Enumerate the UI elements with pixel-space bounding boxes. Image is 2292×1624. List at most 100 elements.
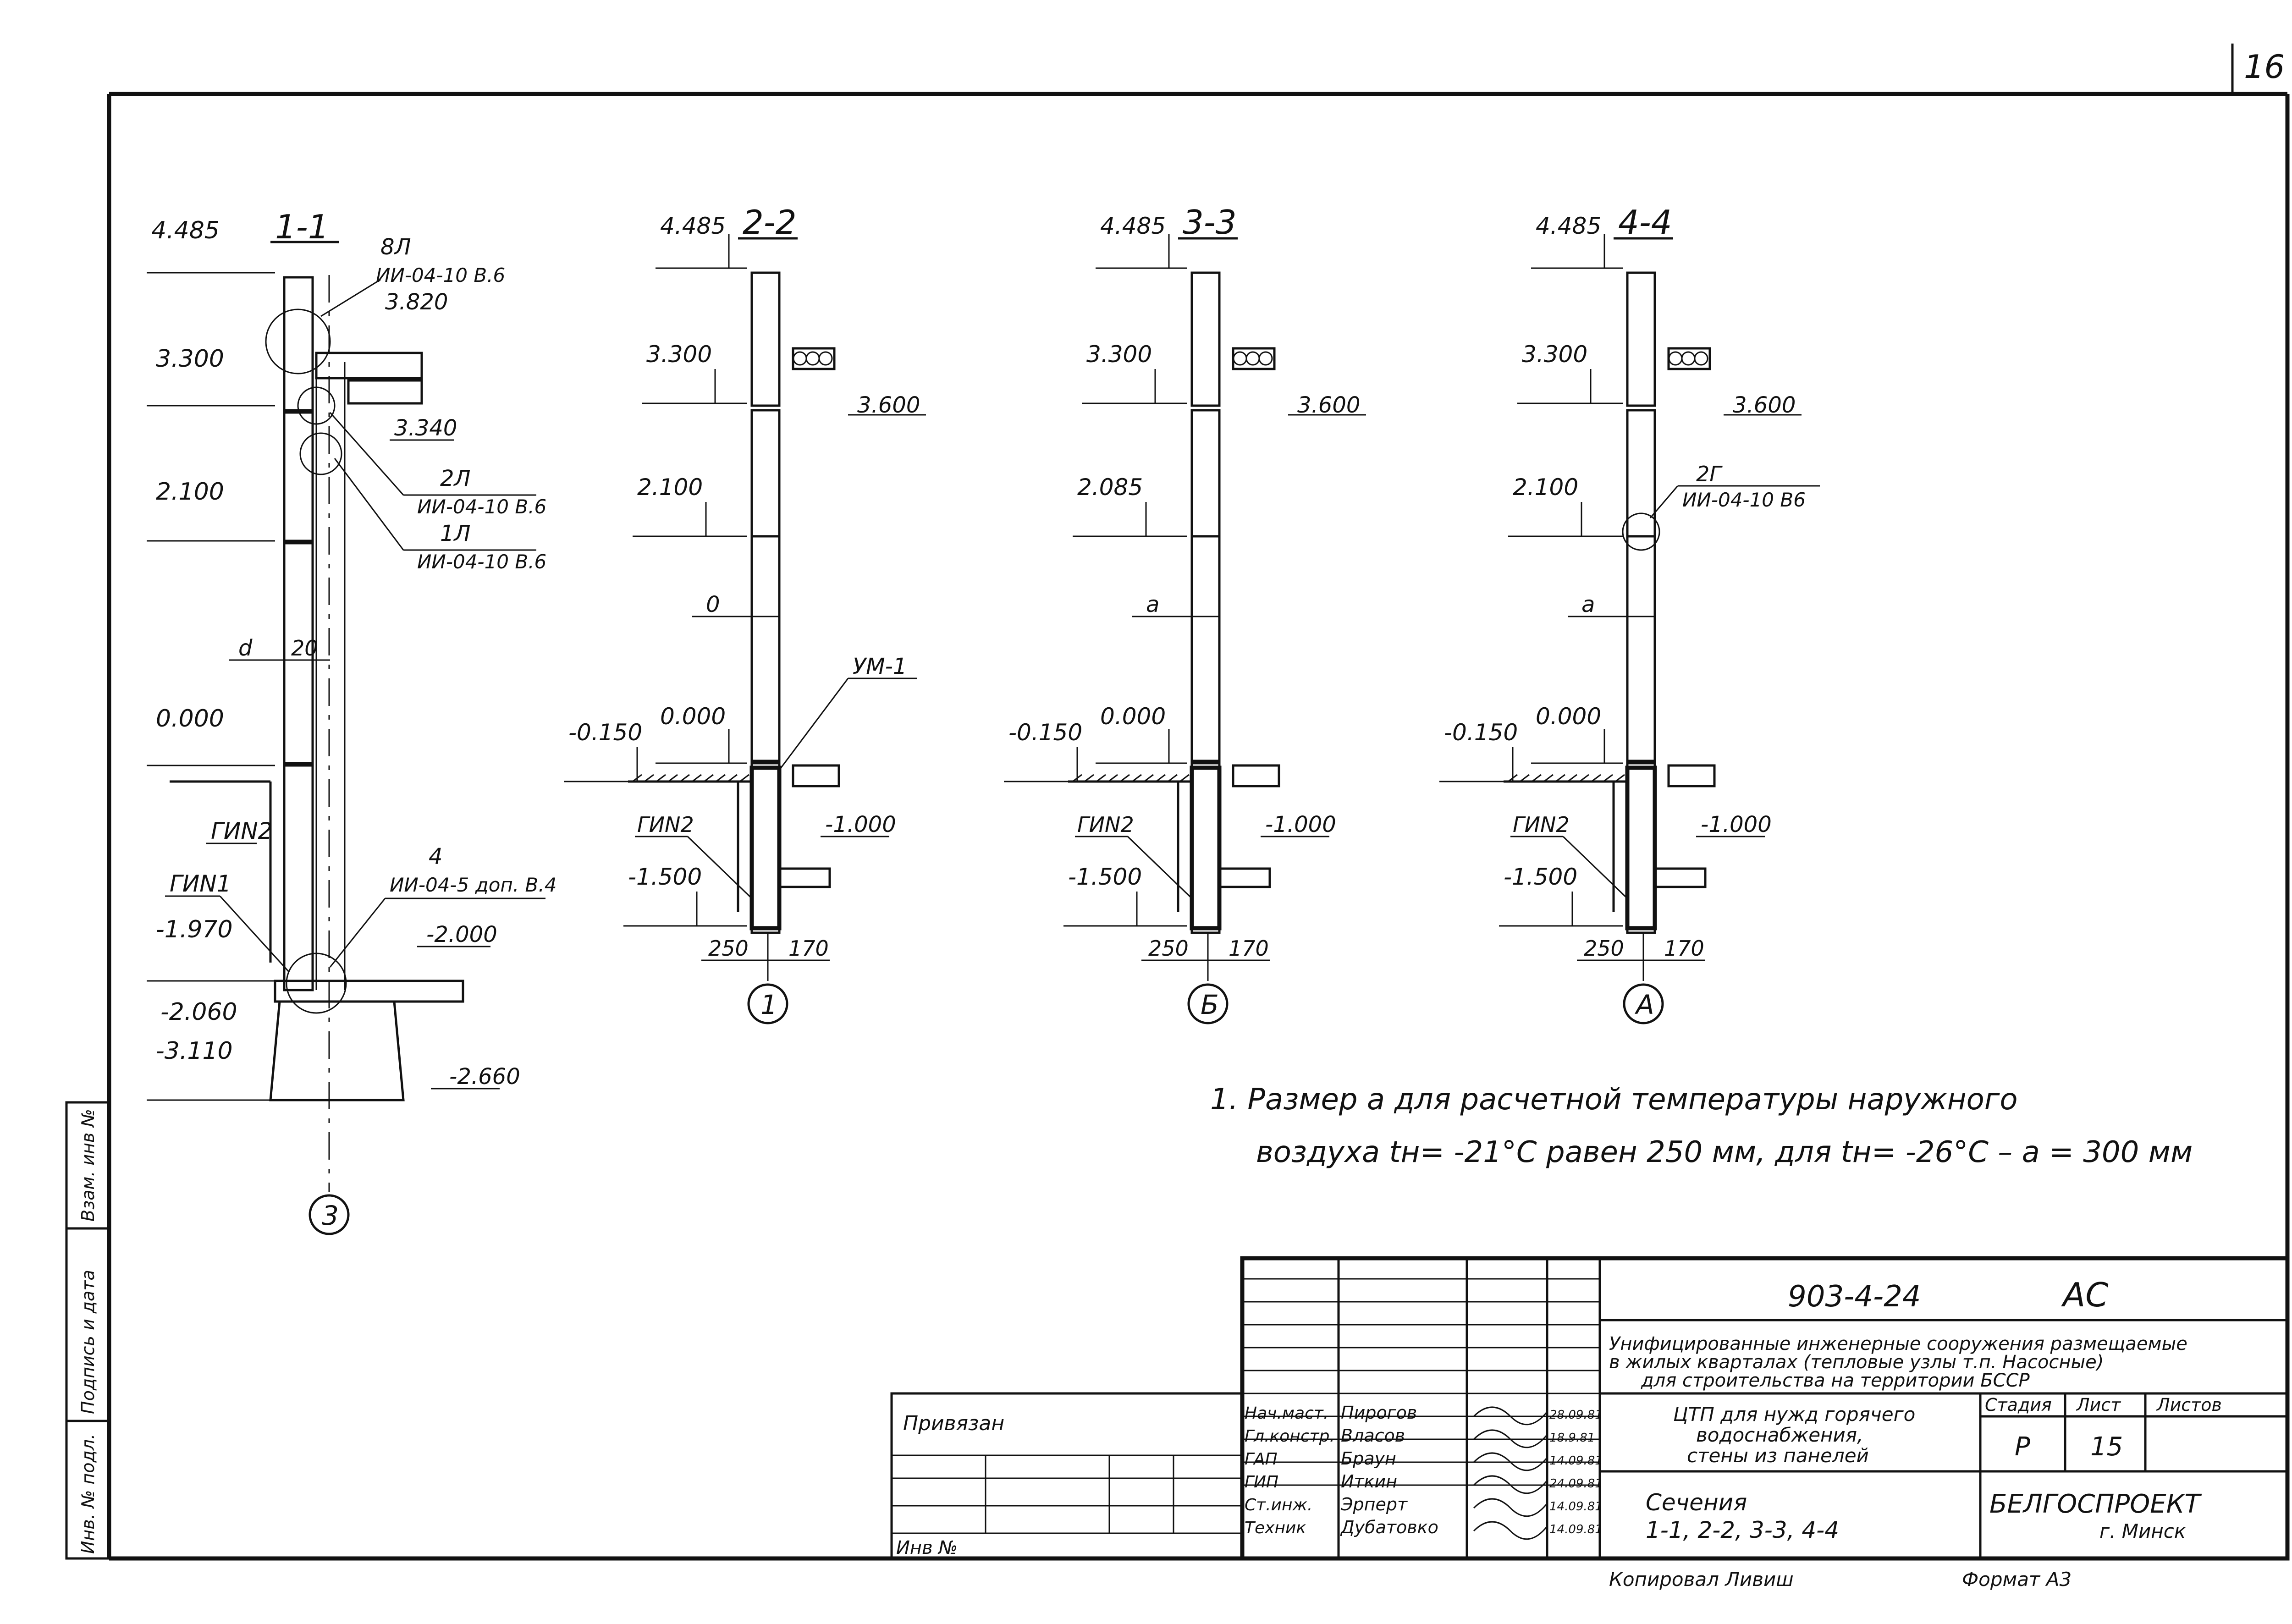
- label-d: d: [238, 635, 253, 661]
- signature: [1473, 1498, 1548, 1517]
- level-zero: 0.000: [1536, 703, 1601, 730]
- label-a: a: [1581, 592, 1595, 617]
- role-4: Ст.инж.: [1245, 1496, 1312, 1514]
- level-m1500: -1.500: [628, 864, 702, 890]
- level-r4: -2.660: [449, 1064, 520, 1090]
- wall-panel: [750, 271, 781, 407]
- level-m1500: -1.500: [1504, 864, 1577, 890]
- note-line-2: воздуха tн= -21°С равен 250 мм, для tн= …: [1256, 1135, 2193, 1169]
- basement-panel: [749, 765, 782, 930]
- level-m1500: -1.500: [1068, 864, 1142, 890]
- role-1: Гл.констр.: [1245, 1427, 1335, 1446]
- signature: [1473, 1475, 1548, 1494]
- level-zero: 0.000: [1100, 703, 1166, 730]
- level-l2: -2.060: [160, 998, 237, 1026]
- label-gin2: ГИN2: [211, 818, 272, 844]
- level-upper: 3.300: [156, 345, 224, 373]
- sheet-title-1: Сечения: [1646, 1489, 1747, 1516]
- note: 1. Размер а для расчетной температуры на…: [1210, 1083, 2193, 1169]
- slab-lower: [1667, 764, 1716, 787]
- level-r1: 3.820: [385, 289, 448, 315]
- level-m1000: -1.000: [825, 812, 896, 837]
- level-mid: 2.100: [637, 474, 703, 501]
- name-2: Браун: [1341, 1448, 1396, 1469]
- basement-panel: [1625, 765, 1657, 930]
- levels-left: 4.485 3.300 2.100 0.000 -1.970 -2.060 -3…: [147, 217, 275, 1101]
- wall-panel: [1626, 271, 1656, 407]
- date-5: 14.09.81: [1549, 1523, 1603, 1536]
- section-3-3: 3-34.4853.3002.0850.000-0.150-1.500-1.00…: [1004, 203, 1366, 1024]
- role-0: Нач.маст.: [1245, 1404, 1328, 1423]
- section-2-2: 2-24.4853.3002.1000.000-0.150-1.500-1.00…: [564, 203, 926, 1024]
- level-l1: -1.970: [156, 916, 233, 943]
- label-gin2: ГИN2: [1513, 812, 1570, 837]
- section-1-1: 1-1 3 4.485 3.300 2.100: [147, 208, 556, 1235]
- dim-170: 170: [1229, 936, 1269, 961]
- basement-panel: [1190, 765, 1222, 930]
- privyazan-label: Привязан: [903, 1412, 1004, 1435]
- wall-panel-below: [1626, 762, 1656, 934]
- level-r3600: 3.600: [857, 392, 920, 418]
- callout-1: 2Г: [1696, 462, 1723, 486]
- label-gin1: ГИN1: [170, 870, 231, 897]
- level-top: 4.485: [660, 213, 726, 239]
- axis-marker: Б: [1201, 989, 1219, 1020]
- label-gin2: ГИN2: [637, 812, 694, 837]
- format: Формат А3: [1962, 1568, 2072, 1591]
- callout-2: 2Л: [440, 466, 471, 491]
- callout-2-ref: ИИ-04-10 В.6: [417, 495, 546, 518]
- copied-by: Копировал Ливиш: [1609, 1568, 1794, 1591]
- wall-panel: [1190, 535, 1221, 762]
- section-title: 2-2: [743, 203, 797, 242]
- side-stamp-sign: Подпись и дата: [78, 1270, 98, 1414]
- level-l3: -3.110: [156, 1037, 233, 1065]
- section-title: 1-1: [275, 208, 329, 246]
- axis-marker: А: [1634, 989, 1654, 1020]
- sheet-corner-number: 16: [2244, 48, 2285, 86]
- level-r3600: 3.600: [1733, 392, 1796, 418]
- role-5: Техник: [1245, 1519, 1306, 1537]
- axis-marker: 1: [760, 989, 777, 1020]
- org-name: БЕЛГОСПРОЕКТ: [1989, 1489, 2202, 1519]
- object-line-1: ЦТП для нужд горячего: [1673, 1403, 1915, 1426]
- col-stage: Стадия: [1985, 1395, 2052, 1415]
- label-dim20: 20: [291, 636, 318, 661]
- level-upper: 3.300: [1522, 341, 1587, 368]
- side-stamp: Взам. инв № Подпись и дата Инв. № подл.: [65, 1101, 110, 1560]
- level-top: 4.485: [151, 217, 220, 244]
- level-r3600: 3.600: [1297, 392, 1360, 418]
- label-a: a: [1146, 592, 1159, 617]
- section-title: 4-4: [1618, 203, 1672, 242]
- callout-4: 4: [429, 844, 443, 870]
- callout-1-ref: ИИ-04-10 В.6: [376, 264, 505, 286]
- sheet-value: 15: [2090, 1432, 2123, 1462]
- sheet-title-2: 1-1, 2-2, 3-3, 4-4: [1646, 1517, 1839, 1543]
- name-4: Эрперт: [1340, 1494, 1408, 1514]
- label-um: УМ-1: [853, 654, 907, 679]
- name-3: Иткин: [1341, 1471, 1397, 1492]
- slab-lower: [792, 764, 840, 787]
- level-m150: -0.150: [1008, 719, 1082, 746]
- signature: [1473, 1429, 1548, 1448]
- axis-marker: 3: [322, 1200, 339, 1231]
- level-m1000: -1.000: [1701, 812, 1772, 837]
- level-top: 4.485: [1536, 213, 1601, 239]
- project-line-1: Унифицированные инженерные сооружения ра…: [1609, 1333, 2187, 1354]
- level-upper: 3.300: [646, 341, 712, 368]
- project-line-2: в жилых кварталах (тепловые узлы т.п. На…: [1609, 1352, 2104, 1373]
- footing: [778, 867, 831, 888]
- wall-panel: [1190, 271, 1221, 407]
- object-line-2: водоснабжения,: [1696, 1424, 1863, 1446]
- name-1: Власов: [1341, 1426, 1405, 1446]
- dim-170: 170: [1664, 936, 1704, 961]
- date-4: 14.09.81: [1549, 1500, 1603, 1514]
- dim-250: 250: [1148, 936, 1189, 961]
- wall-panel-below: [1190, 762, 1221, 934]
- signature: [1473, 1406, 1548, 1426]
- wall-panel-below: [750, 762, 781, 934]
- section-title: 3-3: [1183, 203, 1237, 242]
- footing: [1218, 867, 1271, 888]
- level-zero: 0.000: [156, 705, 224, 732]
- role-3: ГИП: [1245, 1473, 1278, 1492]
